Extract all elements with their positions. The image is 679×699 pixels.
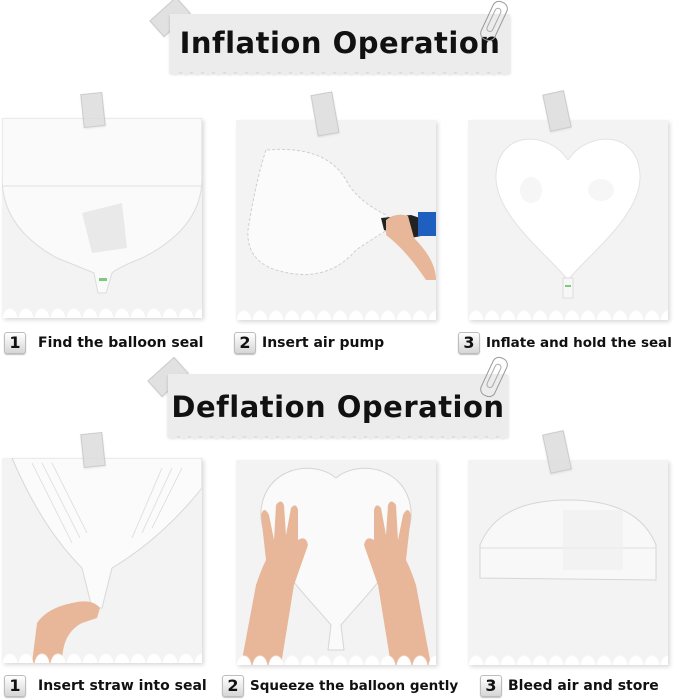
inflation-step-3: 3 Inflate and hold the seal (458, 330, 672, 356)
deflation-step-1: 1 Insert straw into seal (4, 673, 207, 699)
step-number-badge: 2 (234, 332, 256, 354)
section-title: Inflation Operation (179, 26, 501, 60)
step-number-badge: 3 (458, 332, 480, 354)
inflation-step-2: 2 Insert air pump (234, 330, 384, 356)
step-number-badge: 1 (4, 332, 26, 354)
step-label: Inflate and hold the seal (486, 335, 672, 351)
tape-strip (80, 431, 106, 469)
step-image-insert-straw (2, 458, 202, 663)
deflation-title-banner: Deflation Operation (168, 374, 508, 441)
step-number-badge: 3 (480, 675, 502, 697)
step-label: Bleed air and store (508, 678, 659, 694)
step-image-inflate-hold (468, 120, 668, 320)
step-label: Insert air pump (262, 335, 385, 351)
step-image-find-seal (2, 118, 202, 318)
step-label: Find the balloon seal (38, 335, 204, 351)
section-title: Deflation Operation (171, 390, 505, 424)
step-image-squeeze (236, 460, 436, 665)
step-image-insert-pump (236, 120, 436, 320)
inflation-title-banner: Inflation Operation (170, 14, 510, 77)
inflation-step-1: 1 Find the balloon seal (4, 330, 203, 356)
step-number-badge: 1 (4, 675, 26, 697)
step-image-bleed-store (468, 460, 668, 665)
deflation-step-3: 3 Bleed air and store (480, 673, 659, 699)
tape-strip (80, 91, 106, 129)
step-number-badge: 2 (222, 675, 244, 697)
deflation-step-2: 2 Squeeze the balloon gently (222, 673, 458, 699)
step-label: Squeeze the balloon gently (250, 678, 459, 694)
step-label: Insert straw into seal (38, 678, 207, 694)
